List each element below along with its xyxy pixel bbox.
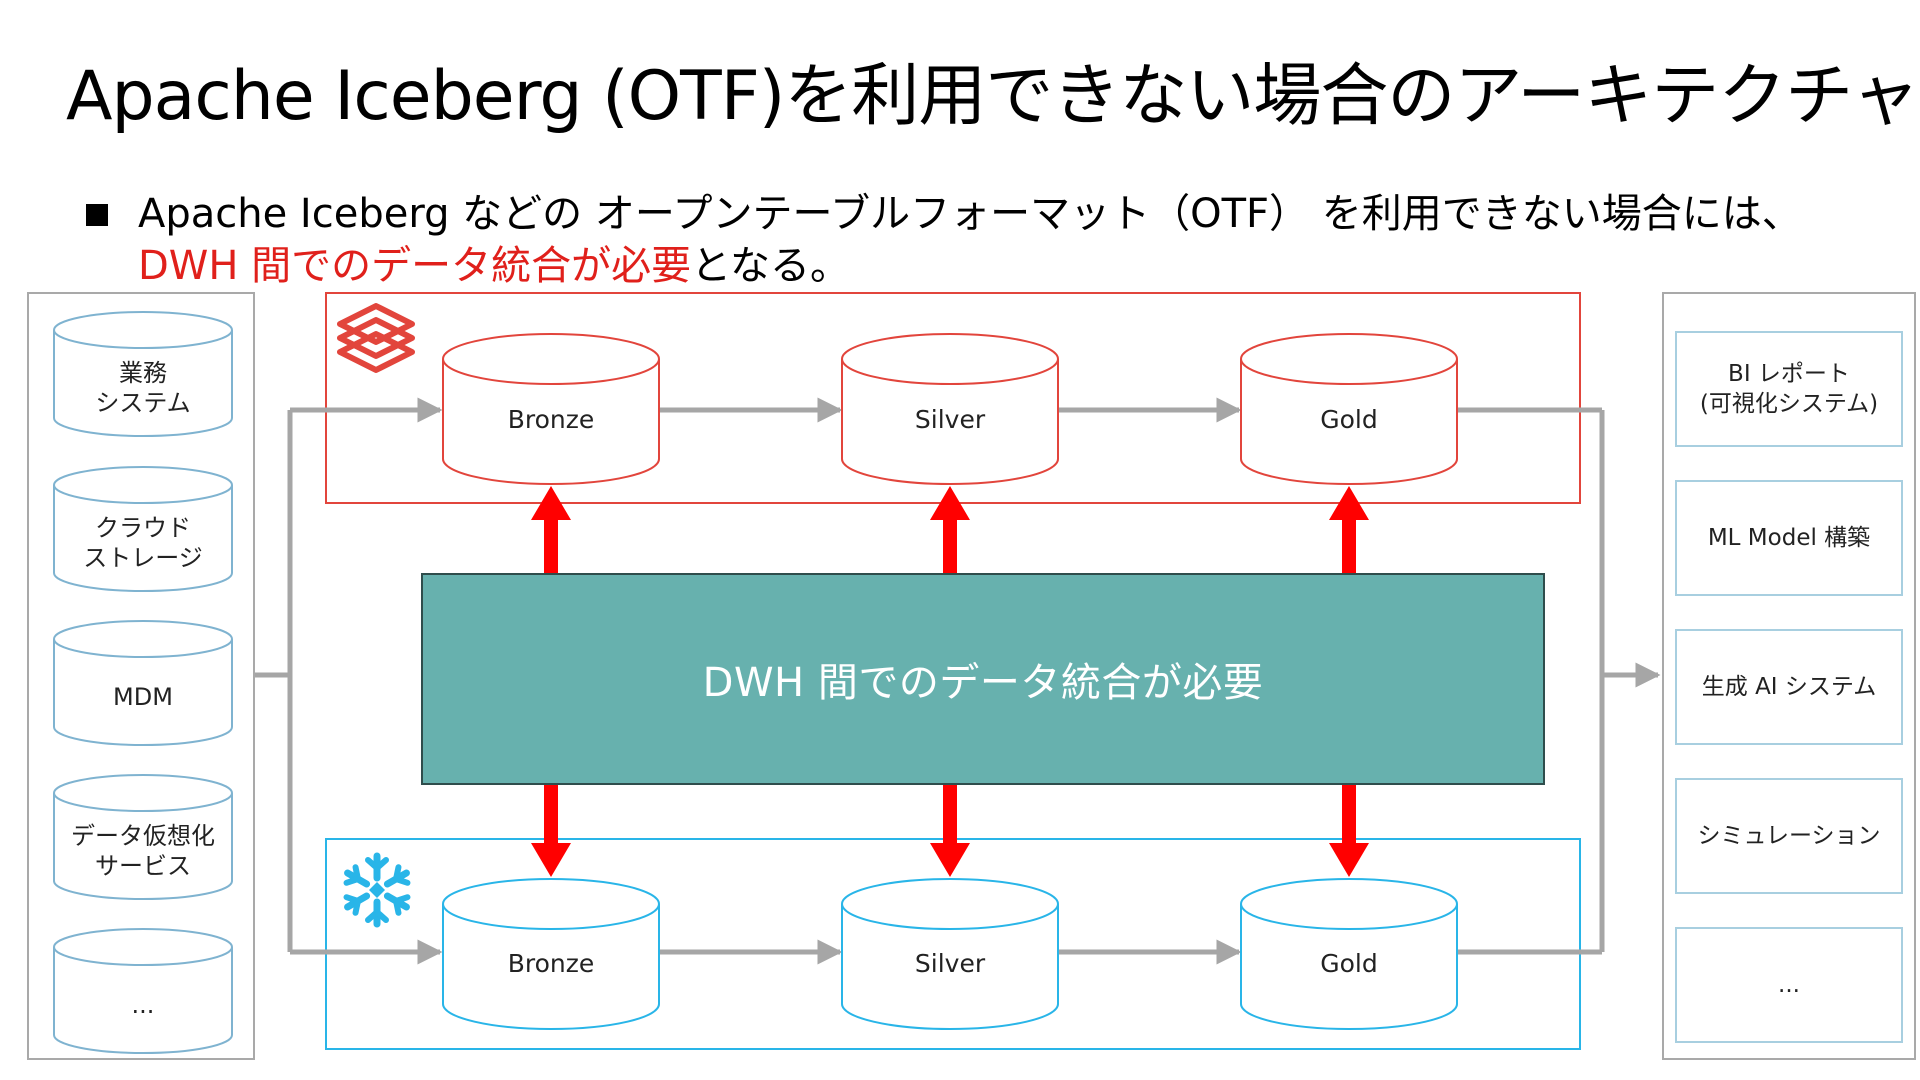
- cylinder-top: [841, 333, 1059, 385]
- snowflake-logo-icon: [343, 852, 411, 928]
- cylinder-body: [442, 359, 660, 485]
- databricks-logo-icon: [337, 303, 415, 373]
- sync-arrow-up-2: [1329, 486, 1369, 573]
- bullet-square-icon: [86, 204, 108, 226]
- source-label: MDM: [113, 683, 173, 711]
- bullet-line-1: Apache Iceberg などの オープンテーブルフォーマット（OTF） を…: [138, 191, 1802, 237]
- cylinder-body: [53, 639, 233, 746]
- snowflake-arm-tip: [365, 909, 389, 923]
- source-label: ...: [131, 991, 155, 1019]
- snowflake-arm: [383, 864, 411, 888]
- databricks-bronze-cylinder: [442, 333, 660, 485]
- sync-arrow-down-0: [531, 785, 571, 877]
- consumers-panel: [1662, 292, 1916, 1060]
- source-cylinder: [53, 311, 233, 437]
- sync-arrow-down-2: [1329, 785, 1369, 877]
- cylinder-top: [442, 878, 660, 930]
- cylinder-body: [841, 904, 1059, 1030]
- bullet-text: Apache Iceberg などの オープンテーブルフォーマット（OTF） を…: [138, 188, 1802, 292]
- sync-arrow-up-0: [531, 486, 571, 573]
- snowflake-layer-label: Gold: [1320, 949, 1378, 978]
- databricks-layer-shape: [337, 331, 415, 373]
- snowflake-bronze-cylinder: [442, 878, 660, 1030]
- databricks-layer-label: Silver: [914, 405, 986, 434]
- cylinder-top: [841, 878, 1059, 930]
- snowflake-arm: [383, 892, 411, 916]
- consumer-box: ML Model 構築: [1675, 480, 1903, 596]
- slide-title: Apache Iceberg (OTF)を利用できない場合のアーキテクチャ: [66, 57, 1920, 136]
- source-cylinder: [53, 928, 233, 1054]
- consumer-box: 生成 AI システム: [1675, 629, 1903, 745]
- cylinder-body: [53, 485, 233, 592]
- snowflake-arm: [365, 852, 389, 882]
- cylinder-body: [53, 330, 233, 437]
- cylinder-top: [1240, 878, 1458, 930]
- cylinder-body: [1240, 359, 1458, 485]
- cylinder-top: [53, 620, 233, 658]
- cylinder-top: [442, 333, 660, 385]
- sync-arrow-up-1: [930, 486, 970, 573]
- snowflake-layer-label: Bronze: [507, 949, 595, 978]
- bullet-emphasis: DWH 間でのデータ統合が必要: [138, 243, 692, 289]
- snowflake-arm: [343, 864, 371, 888]
- source-label: クラウド ストレージ: [83, 514, 203, 572]
- integration-banner: DWH 間でのデータ統合が必要: [421, 573, 1545, 785]
- snowflake-arm-tip: [365, 857, 389, 871]
- databricks-layer-label: Gold: [1320, 405, 1378, 434]
- cylinder-body: [442, 904, 660, 1030]
- cylinder-body: [1240, 904, 1458, 1030]
- cylinder-body: [841, 359, 1059, 485]
- snowflake-gold-cylinder: [1240, 878, 1458, 1030]
- cylinder-top: [53, 466, 233, 504]
- cylinder-top: [1240, 333, 1458, 385]
- snowflake-layer-label: Silver: [914, 949, 986, 978]
- source-cylinder: [53, 774, 233, 900]
- source-cylinder: [53, 620, 233, 746]
- source-label: 業務 システム: [95, 359, 191, 417]
- source-cylinder: [53, 466, 233, 592]
- cylinder-body: [53, 793, 233, 900]
- cylinder-top: [53, 928, 233, 966]
- snowflake-silver-cylinder: [841, 878, 1059, 1030]
- consumer-box: シミュレーション: [1675, 778, 1903, 894]
- snowflake-center: [369, 882, 385, 898]
- cylinder-top: [53, 774, 233, 812]
- databricks-silver-cylinder: [841, 333, 1059, 485]
- bullet-suffix: となる。: [691, 243, 850, 289]
- sync-arrow-down-1: [930, 785, 970, 877]
- source-label: データ仮想化 サービス: [71, 822, 215, 880]
- snowflake-arm-tip: [343, 894, 361, 916]
- cylinder-body: [53, 947, 233, 1054]
- snowflake-arm-tip: [393, 894, 411, 916]
- databricks-layer-shape: [337, 303, 415, 345]
- cylinder-top: [53, 311, 233, 349]
- consumer-box: ...: [1675, 927, 1903, 1043]
- snowflake-arm: [343, 892, 371, 916]
- databricks-gold-cylinder: [1240, 333, 1458, 485]
- databricks-layer-shape: [337, 317, 415, 359]
- snowflake-arm-tip: [393, 864, 411, 886]
- snowflake-arm: [365, 898, 389, 928]
- databricks-layer-label: Bronze: [507, 405, 595, 434]
- snowflake-arm-tip: [343, 864, 361, 886]
- consumer-box: BI レポート (可視化システム): [1675, 331, 1903, 447]
